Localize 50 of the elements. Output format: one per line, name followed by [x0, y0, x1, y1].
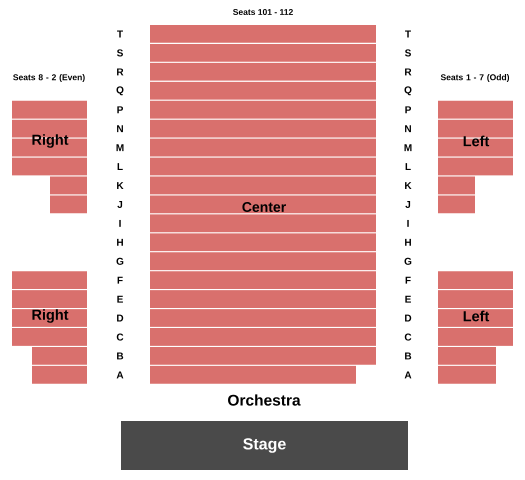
row-letter: F	[406, 276, 411, 284]
row-letter: A	[116, 371, 124, 378]
row-letter: N	[405, 125, 411, 132]
row-letter: D	[117, 314, 124, 322]
row-letter: C	[404, 334, 412, 341]
seat-range-label: Seats 1 - 7 (Odd)	[440, 74, 510, 82]
row-letter: H	[117, 238, 123, 246]
area-label: Orchestra	[228, 394, 301, 406]
seating-section: Center	[150, 25, 376, 384]
row-letter: S	[116, 49, 123, 56]
seating-section: Left	[438, 100, 513, 214]
row-letter: D	[405, 314, 412, 322]
node-label: Center	[242, 202, 286, 212]
row-letter: G	[116, 258, 124, 265]
row-letter: T	[117, 30, 123, 38]
row-letter: E	[117, 296, 123, 303]
seating-section: Left	[438, 271, 513, 384]
seat-range-label: Seats 101 - 112	[233, 9, 293, 15]
row-letter: B	[405, 352, 412, 360]
row-letter: L	[118, 163, 123, 170]
row-letter: K	[405, 182, 412, 189]
row-letter: T	[405, 30, 411, 38]
row-letter: C	[116, 334, 124, 341]
row-letter: M	[116, 144, 124, 152]
row-letter: R	[405, 68, 412, 76]
row-letter: J	[117, 200, 122, 208]
row-letter: S	[404, 49, 411, 56]
row-letter: A	[404, 371, 412, 378]
row-letter: I	[119, 220, 121, 227]
row-letter: E	[405, 296, 411, 303]
row-letter: L	[406, 163, 411, 170]
row-letter: G	[404, 258, 412, 265]
row-letter: B	[117, 352, 124, 360]
seating-section: Right	[12, 271, 87, 384]
row-letter: F	[118, 276, 123, 284]
row-letter: H	[405, 238, 411, 246]
row-letter: Q	[116, 86, 124, 96]
row-letter: P	[117, 106, 123, 114]
row-letter: K	[117, 182, 124, 189]
row-letter: J	[405, 200, 410, 208]
row-letter: R	[117, 68, 124, 76]
row-letter: N	[117, 125, 123, 132]
seat-range-label: Seats 8 - 2 (Even)	[13, 74, 85, 82]
row-letter: I	[407, 220, 409, 227]
node-label: Right	[32, 309, 68, 323]
node-label: Left	[464, 310, 490, 322]
row-letter: P	[405, 106, 411, 114]
row-letter: M	[404, 144, 412, 152]
row-letter: Q	[404, 86, 412, 96]
stage: Stage	[121, 421, 408, 470]
